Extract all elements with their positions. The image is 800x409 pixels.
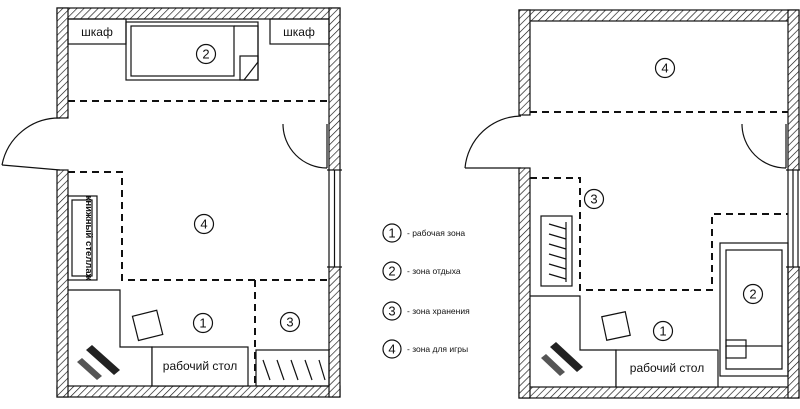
svg-text:2: 2 <box>388 264 395 279</box>
left-storage-rack <box>255 349 330 387</box>
svg-text:1: 1 <box>199 316 206 331</box>
right-chair-icon <box>601 311 631 341</box>
legend-item-4: 4 - зона для игры <box>382 339 468 359</box>
right-zone-1-marker: 1 <box>652 320 674 342</box>
right-keyboard-icon <box>541 342 583 376</box>
svg-text:- зона отдыха: - зона отдыха <box>407 266 461 276</box>
legend-item-3: 3 - зона хранения <box>382 301 470 321</box>
wardrobe-right-label: шкаф <box>283 25 315 39</box>
svg-text:3: 3 <box>590 192 597 207</box>
right-storage-rack <box>540 215 573 287</box>
left-zone-1-marker: 1 <box>192 312 214 334</box>
right-window <box>786 169 800 268</box>
svg-text:4: 4 <box>200 217 207 232</box>
right-entry-door <box>464 115 522 169</box>
right-zone-4-marker: 4 <box>654 57 676 79</box>
left-zone-boundaries <box>68 100 329 386</box>
svg-text:3: 3 <box>388 304 395 319</box>
svg-text:1: 1 <box>388 226 395 241</box>
left-balcony-door <box>282 123 328 169</box>
left-entry-door <box>1 117 61 171</box>
svg-text:2: 2 <box>202 47 209 62</box>
left-chair-icon <box>131 309 164 342</box>
svg-text:2: 2 <box>749 287 756 302</box>
right-desk-label: рабочий стол <box>630 361 704 375</box>
left-zone-3-marker: 3 <box>279 311 301 333</box>
svg-text:3: 3 <box>286 315 293 330</box>
left-keyboard-icon <box>77 345 120 380</box>
left-bed <box>125 21 259 81</box>
left-window <box>327 169 342 268</box>
svg-text:- рабочая зона: - рабочая зона <box>407 228 465 238</box>
legend-item-2: 2 - зона отдыха <box>382 261 461 281</box>
left-zone-2-marker: 2 <box>195 43 217 65</box>
wardrobe-left-label: шкаф <box>81 25 113 39</box>
right-computer-desk <box>530 295 617 387</box>
right-work-desk <box>615 349 719 388</box>
bookshelf <box>67 195 98 281</box>
left-room-walls <box>56 7 341 398</box>
right-floor-plan: рабочий стол 4 3 1 2 <box>464 9 800 399</box>
svg-text:4: 4 <box>661 61 668 76</box>
legend: 1 - рабочая зона 2 - зона отдыха 3 - зон… <box>382 223 470 359</box>
left-zone-4-marker: 4 <box>193 213 215 235</box>
right-balcony-door <box>741 123 787 169</box>
svg-text:4: 4 <box>388 342 395 357</box>
svg-text:- зона хранения: - зона хранения <box>407 306 470 316</box>
svg-text:1: 1 <box>659 324 666 339</box>
left-desk-label: рабочий стол <box>163 359 237 373</box>
left-floor-plan: шкаф шкаф книжный стеллаж <box>1 7 342 398</box>
right-zone-boundaries <box>530 111 788 291</box>
right-bed <box>719 242 789 377</box>
left-work-desk <box>151 346 249 387</box>
right-zone-2-marker: 2 <box>742 283 764 305</box>
right-zone-3-marker: 3 <box>583 188 605 210</box>
svg-text:- зона для игры: - зона для игры <box>407 344 468 354</box>
legend-item-1: 1 - рабочая зона <box>382 223 465 243</box>
bookshelf-label: книжный стеллаж <box>83 196 94 281</box>
